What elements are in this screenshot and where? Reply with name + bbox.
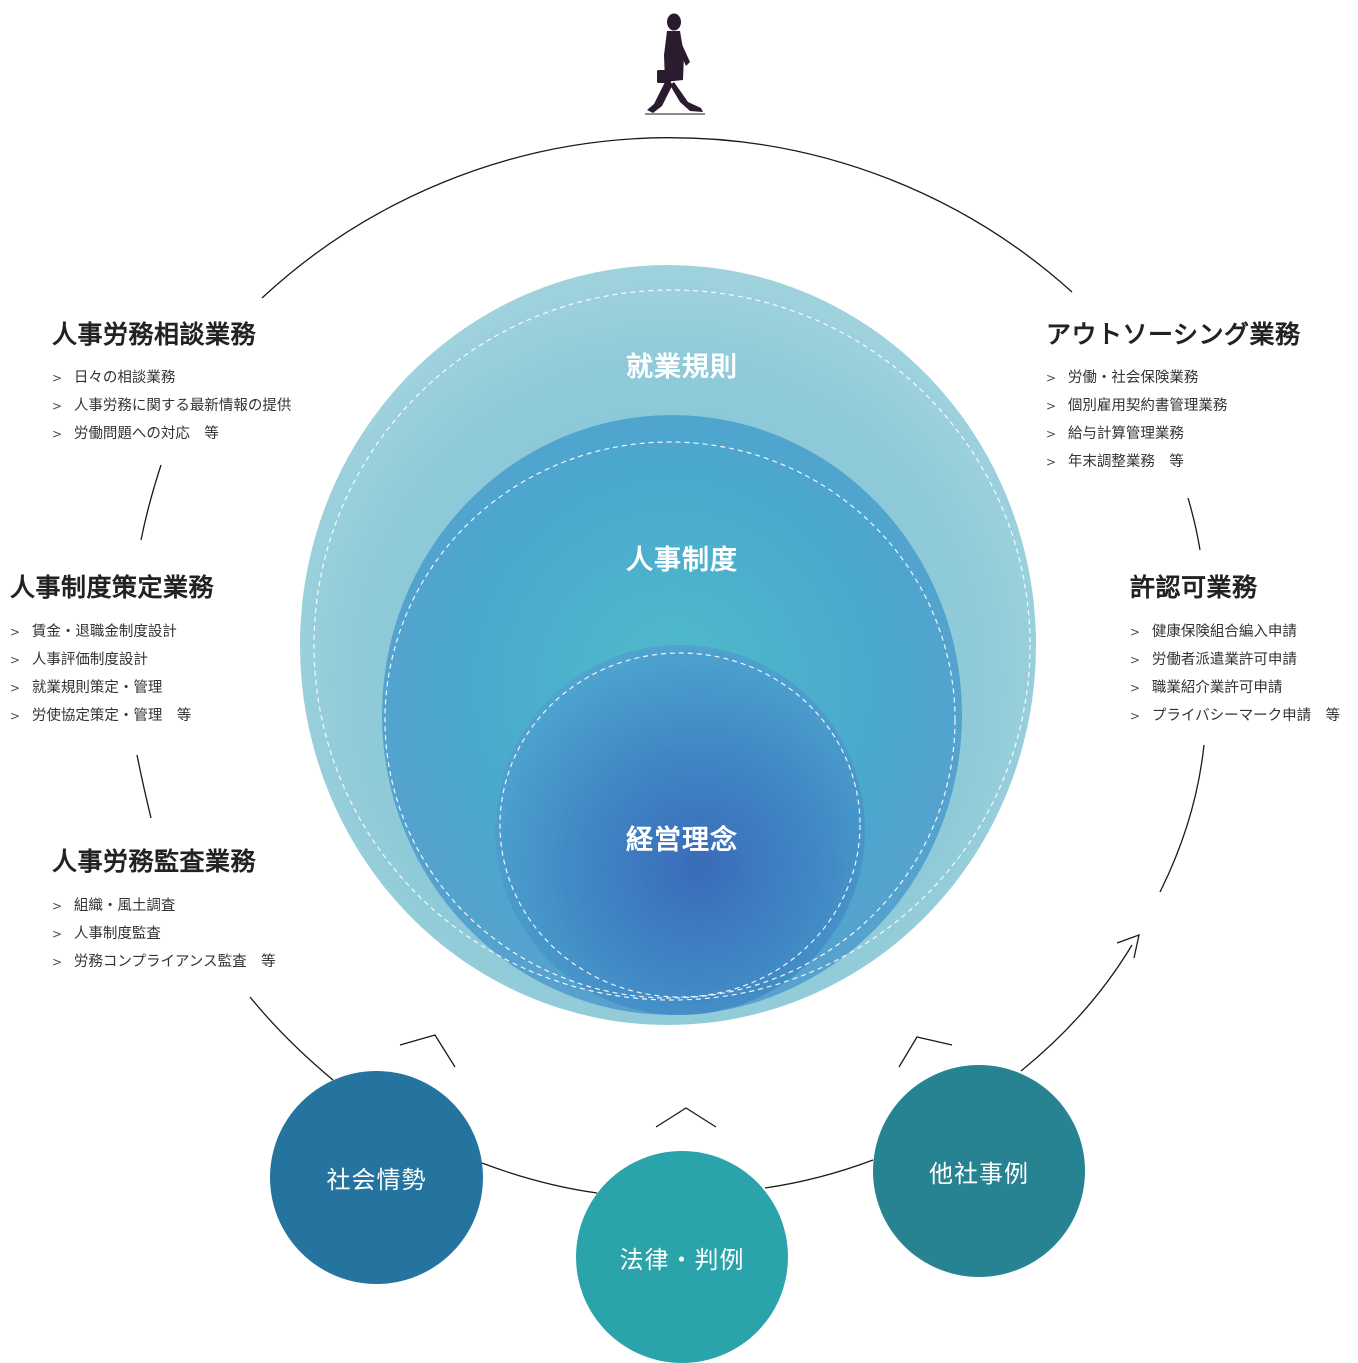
label-rules: 就業規則 — [626, 352, 738, 383]
list-item: 健康保険組合編入申請 — [1130, 618, 1340, 646]
orbit-arc-left-2 — [136, 754, 152, 819]
list-item: 労働・社会保険業務 — [1046, 364, 1227, 392]
chevron-left-icon — [399, 1034, 456, 1068]
list-item: 賃金・退職金制度設計 — [10, 618, 191, 646]
list-item: 人事労務に関する最新情報の提供 — [52, 392, 292, 420]
orbit-arc-bottom-right — [1020, 944, 1133, 1072]
list-item: 個別雇用契約書管理業務 — [1046, 392, 1228, 420]
orbit-arc-top — [261, 137, 1073, 299]
list-item: 組織・風土調査 — [52, 892, 276, 920]
bubble-label: 社会情勢 — [326, 1166, 427, 1194]
list-item: 就業規則策定・管理 — [10, 674, 191, 702]
list-item: 給与計算管理業務 — [1046, 420, 1227, 448]
bubble-other-company-cases: 他社事例 — [873, 1065, 1085, 1277]
bubble-law-precedent: 法律・判例 — [576, 1151, 788, 1363]
bubble-label: 他社事例 — [929, 1159, 1029, 1188]
chevron-up-icon — [655, 1107, 717, 1128]
bubble-label: 法律・判例 — [619, 1245, 745, 1274]
list-item: 日々の相談業務 — [52, 364, 291, 392]
chevron-right-icon — [898, 1036, 953, 1068]
group-list-consultation: 日々の相談業務 人事労務に関する最新情報の提供 労働問題への対応 等 — [52, 364, 292, 448]
label-personnel-system: 人事制度 — [626, 545, 738, 576]
list-item: 労使協定策定・管理 等 — [10, 702, 192, 730]
orbit-arc-bottom-mid-right — [764, 1159, 874, 1189]
group-list-licensing: 健康保険組合編入申請 労働者派遣業許可申請 職業紹介業許可申請 プライバシーマー… — [1130, 618, 1340, 730]
list-item: 年末調整業務 等 — [1046, 448, 1227, 476]
walking-businessman-icon — [645, 13, 705, 115]
group-list-personnel-system: 賃金・退職金制度設計 人事評価制度設計 就業規則策定・管理 労使協定策定・管理 … — [10, 618, 192, 730]
list-item: 労働者派遣業許可申請 — [1130, 646, 1340, 674]
group-list-audit: 組織・風土調査 人事制度監査 労務コンプライアンス監査 等 — [52, 892, 276, 976]
list-item: 労務コンプライアンス監査 等 — [52, 948, 276, 976]
group-list-outsourcing: 労働・社会保険業務 個別雇用契約書管理業務 給与計算管理業務 年末調整業務 等 — [1046, 364, 1228, 476]
group-title-personnel-system: 人事制度策定業務 — [10, 573, 215, 602]
orbit-arc-left-1 — [140, 464, 162, 541]
list-item: プライバシーマーク申請 等 — [1130, 702, 1340, 730]
inner-circle — [495, 645, 865, 1015]
group-title-audit: 人事労務監査業務 — [52, 847, 257, 876]
list-item: 職業紹介業許可申請 — [1130, 674, 1340, 702]
orbit-arc-right-1 — [1187, 497, 1201, 551]
list-item: 人事制度監査 — [52, 920, 276, 948]
inner-dashed-ring — [499, 652, 861, 998]
orbit-arrowhead — [1116, 933, 1140, 959]
group-title-consultation: 人事労務相談業務 — [52, 320, 257, 349]
outer-dashed-ring — [313, 289, 1031, 1001]
orbit-arc-right-2 — [1159, 744, 1205, 893]
list-item: 人事評価制度設計 — [10, 646, 191, 674]
list-item: 労働問題への対応 等 — [52, 420, 291, 448]
orbit-arc-bottom-left — [249, 996, 334, 1081]
group-title-licensing: 許認可業務 — [1130, 573, 1258, 602]
middle-dashed-ring — [384, 441, 956, 999]
group-title-outsourcing: アウトソーシング業務 — [1046, 320, 1301, 349]
bubble-social-conditions: 社会情勢 — [270, 1071, 483, 1284]
label-philosophy: 経営理念 — [626, 825, 738, 856]
orbit-arc-bottom-mid-left — [481, 1162, 598, 1194]
